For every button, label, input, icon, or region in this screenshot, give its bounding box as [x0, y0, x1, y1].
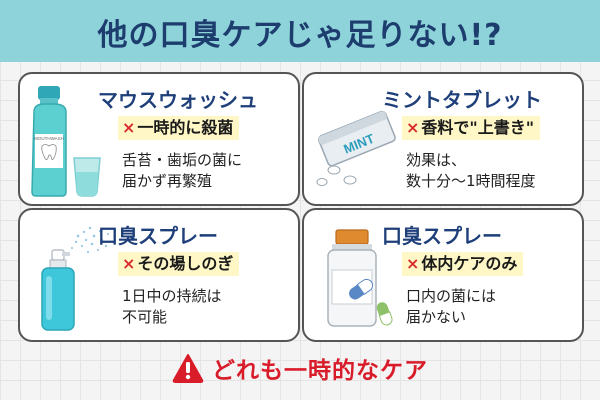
card-title: マウスウォッシュ: [98, 88, 258, 112]
card-desc-line: 不可能: [122, 308, 168, 326]
footer-warning: どれも一時的なケア: [0, 350, 600, 386]
card-desc-line: 数十分〜1時間程度: [406, 172, 536, 190]
card-note-text: 一時的に殺菌: [137, 118, 234, 137]
svg-text:MOUTHWASH: MOUTHWASH: [34, 136, 64, 141]
card-description: 効果は、 数十分〜1時間程度: [406, 150, 536, 192]
cross-mark: ×: [406, 118, 420, 137]
card-title: 口臭スプレー: [382, 224, 502, 248]
cross-mark: ×: [406, 254, 420, 273]
card-description: 1日中の持続は 不可能: [122, 286, 222, 328]
card-desc-line: 届かず再繁殖: [122, 172, 213, 190]
card-note: ×その場しのぎ: [118, 252, 240, 276]
mouthwash-icon: MOUTHWASH: [31, 86, 101, 197]
cross-mark: ×: [122, 254, 136, 273]
card-note: ×体内ケアのみ: [402, 252, 524, 276]
title-banner: [0, 0, 600, 62]
breath-spray-icon: [41, 226, 110, 331]
card-supplement: 口臭スプレー ×体内ケアのみ 口内の菌には 届かない: [302, 208, 584, 342]
card-note-text: 体内ケアのみ: [421, 254, 518, 273]
card-desc-line: 届かない: [406, 308, 467, 326]
card-title: ミントタブレット: [382, 88, 542, 112]
card-note-text: その場しのぎ: [137, 254, 234, 273]
card-desc-line: 効果は、: [406, 151, 467, 169]
card-desc-line: 舌苔・歯垢の菌に: [122, 151, 243, 169]
page-title: 他の口臭ケアじゃ足りない!?: [97, 18, 503, 53]
cross-mark: ×: [122, 118, 136, 137]
card-mint-tablet: MINT ミントタブレット ×香料で"上書き" 効果は、 数十分〜1時間程度: [302, 72, 584, 206]
footer-text: どれも一時的なケア: [212, 358, 428, 384]
card-description: 舌苔・歯垢の菌に 届かず再繁殖: [122, 150, 242, 192]
card-title: 口臭スプレー: [98, 224, 218, 248]
card-breath-spray: 口臭スプレー ×その場しのぎ 1日中の持続は 不可能: [18, 208, 300, 342]
card-desc-line: 1日中の持続は: [122, 287, 222, 305]
card-note: ×香料で"上書き": [402, 116, 541, 140]
card-note: ×一時的に殺菌: [118, 116, 240, 140]
card-desc-line: 口内の菌には: [406, 287, 497, 305]
supplement-bottle-icon: [327, 229, 394, 327]
card-note-text: 香料で"上書き": [421, 118, 535, 137]
card-mouthwash: MOUTHWASH マウスウォッシュ ×一時的に殺菌 舌苔・歯垢の菌に 届かず再…: [18, 72, 300, 206]
warning-icon: [172, 354, 204, 383]
card-description: 口内の菌には 届かない: [406, 286, 496, 328]
mint-tablet-icon: MINT: [316, 110, 396, 186]
